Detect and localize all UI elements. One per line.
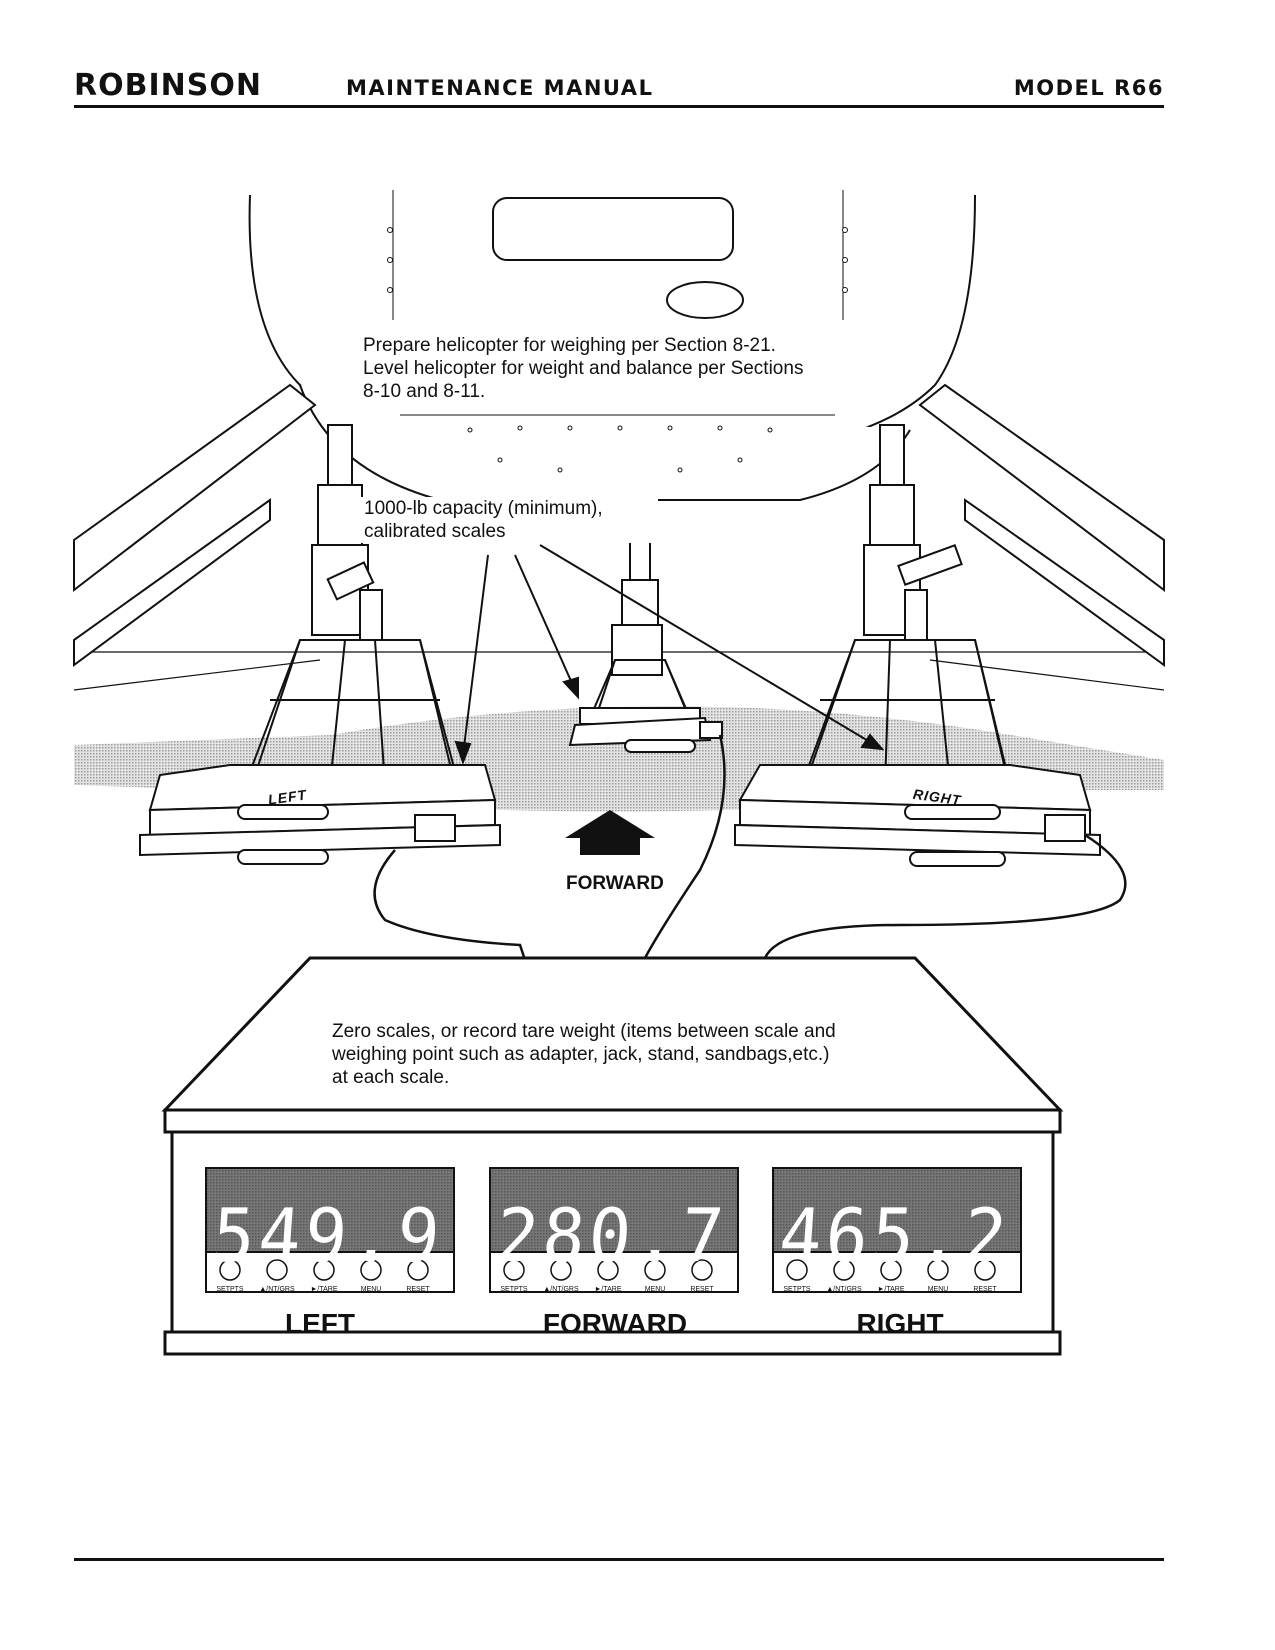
round-button-icon <box>644 1259 666 1281</box>
round-button-icon <box>313 1259 335 1281</box>
key-label: SETPTS <box>500 1286 528 1293</box>
left-scale-pad <box>139 764 501 865</box>
key-label: ►/TARE <box>877 1286 905 1293</box>
scale-indicator-box <box>161 956 1064 1356</box>
key-label: MENU <box>927 1286 949 1293</box>
key-label: ►/TARE <box>310 1286 338 1293</box>
round-button-icon <box>407 1259 429 1281</box>
round-button-icon <box>266 1259 288 1281</box>
right-jack-stand <box>794 424 1026 791</box>
scale-name-left: LEFT <box>285 1308 355 1339</box>
note-prepare-helicopter: Prepare helicopter for weighing per Sect… <box>363 334 883 403</box>
fuselage-rivets <box>387 227 848 473</box>
readout-left: 549.9 <box>209 1192 447 1280</box>
round-button-icon <box>833 1259 855 1281</box>
forward-jack-stand <box>568 529 723 753</box>
key-label: SETPTS <box>216 1286 244 1293</box>
round-button-icon <box>974 1259 996 1281</box>
round-button-icon <box>691 1259 713 1281</box>
round-button-icon <box>550 1259 572 1281</box>
round-button-icon <box>219 1259 241 1281</box>
model-label: MODEL R66 <box>1013 76 1164 100</box>
round-button-icon <box>880 1259 902 1281</box>
round-button-icon <box>927 1259 949 1281</box>
callout-arrows <box>454 544 885 765</box>
forward-direction-label: FORWARD <box>566 873 664 894</box>
readout-right: 465.2 <box>776 1192 1014 1280</box>
note-zero-scales: Zero scales, or record tare weight (item… <box>332 1021 836 1088</box>
note-scale-capacity: 1000-lb capacity (minimum), calibrated s… <box>360 497 658 543</box>
round-button-icon <box>786 1259 808 1281</box>
key-label: ▲/NT/GRS <box>826 1286 862 1293</box>
readout-forward: 280.7 <box>493 1192 731 1280</box>
arrow-up-icon <box>565 810 655 855</box>
key-label: RESET <box>973 1286 997 1293</box>
round-button-icon <box>360 1259 382 1281</box>
header-rule <box>74 105 1164 108</box>
manual-title: MAINTENANCE MANUAL <box>346 76 654 100</box>
skid-struts <box>73 383 1165 667</box>
footer-rule <box>74 1558 1164 1561</box>
display-buttons <box>219 1259 996 1281</box>
display-forward <box>489 1167 739 1293</box>
round-button-icon <box>597 1259 619 1281</box>
page-header: ROBINSON MAINTENANCE MANUAL MODEL R66 <box>74 68 1164 108</box>
key-label: RESET <box>406 1286 430 1293</box>
key-label: ▲/NT/GRS <box>543 1286 579 1293</box>
scale-name-right: RIGHT <box>856 1308 944 1339</box>
brand-logo: ROBINSON <box>74 68 262 103</box>
round-button-icon <box>503 1259 525 1281</box>
scale-cables <box>373 734 1127 961</box>
right-scale-pad <box>734 764 1101 867</box>
key-label: RESET <box>690 1286 714 1293</box>
key-label: MENU <box>644 1286 666 1293</box>
key-label: MENU <box>360 1286 382 1293</box>
key-label: SETPTS <box>783 1286 811 1293</box>
scale-name-forward: FORWARD <box>542 1308 688 1339</box>
key-label: ►/TARE <box>594 1286 622 1293</box>
display-right <box>772 1167 1022 1293</box>
key-label: ▲/NT/GRS <box>259 1286 295 1293</box>
